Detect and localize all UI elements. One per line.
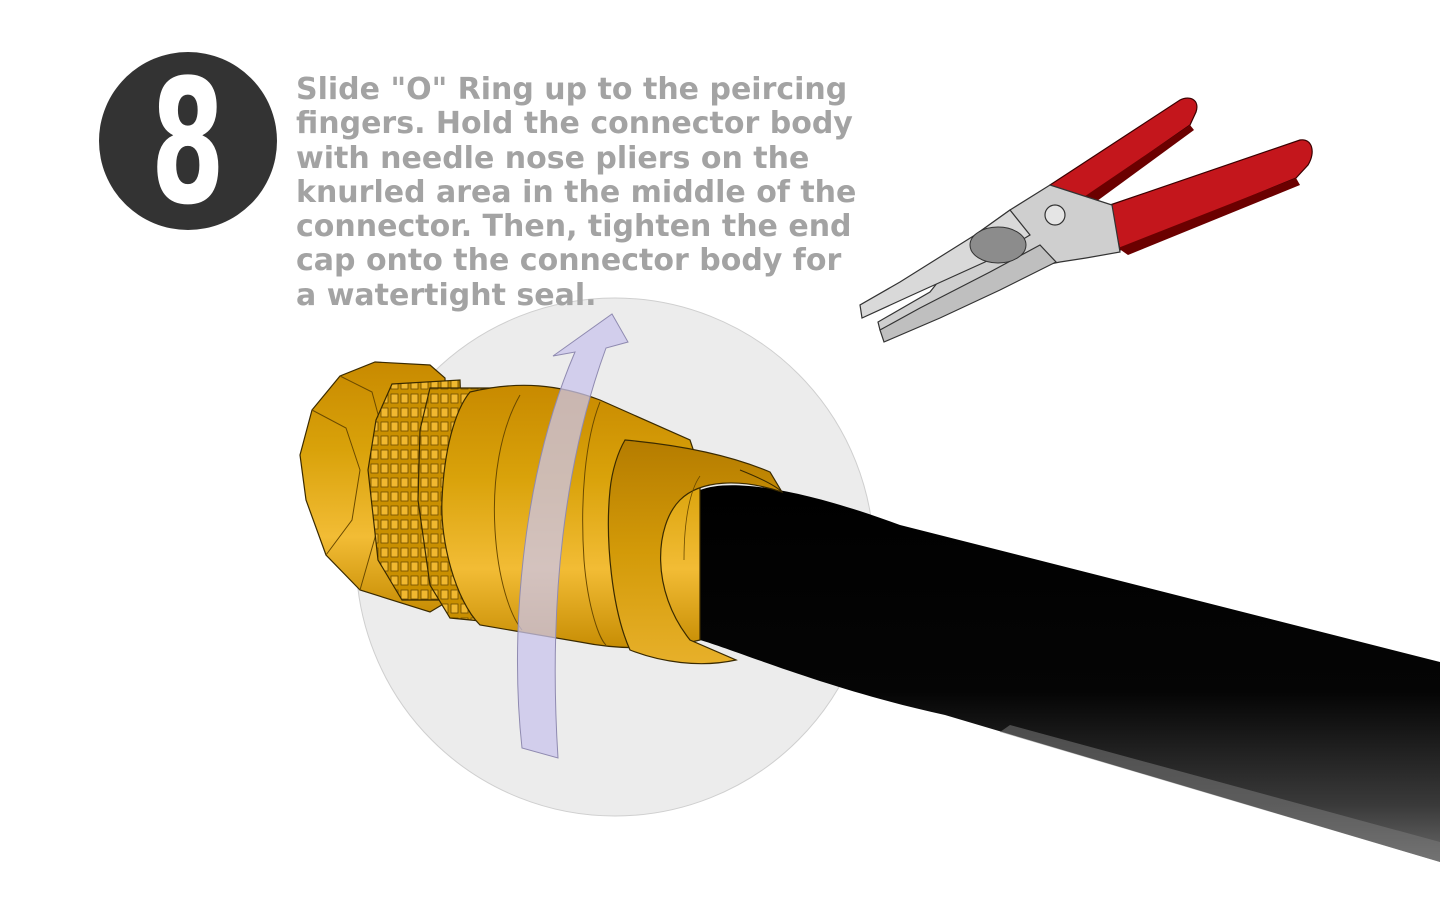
step-number: 8: [150, 42, 226, 243]
instruction-text: Slide "O" Ring up to the peircing finger…: [296, 72, 857, 313]
coaxial-cable: [700, 485, 1440, 862]
rotation-arrow-icon: [516, 313, 629, 759]
step-number-badge: 8: [99, 52, 277, 230]
needle-nose-pliers-illustration: [859, 97, 1313, 343]
